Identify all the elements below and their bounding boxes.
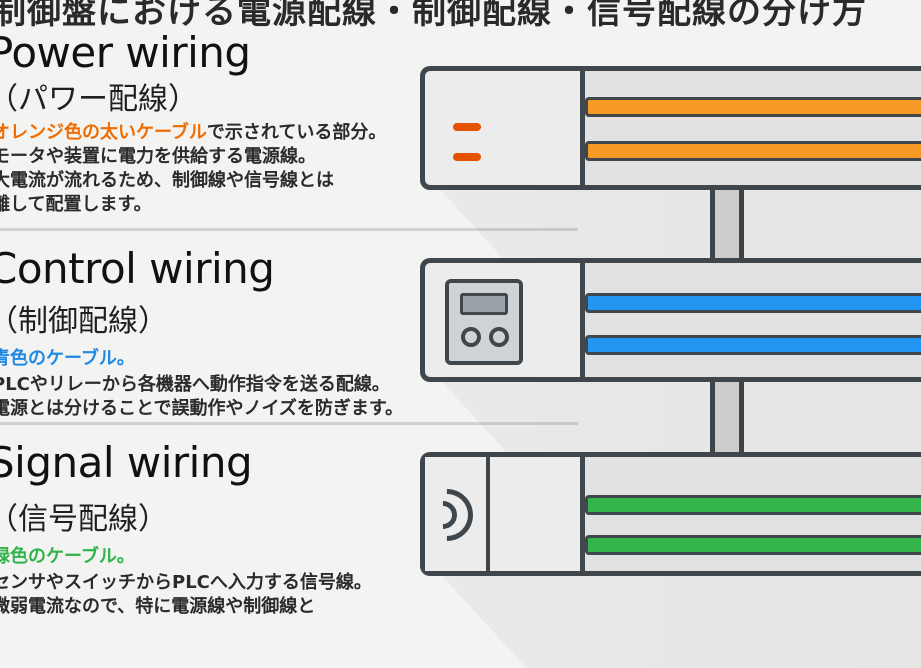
control-description-line-2: PLCやリレーから各機器へ動作指令を送る配線。: [0, 374, 390, 395]
power-section-subtitle: （パワー配線）: [0, 82, 198, 117]
power-description-line-1-suffix: で示されている部分。: [206, 122, 387, 143]
control-tray-channel: [585, 263, 921, 377]
tray-connector-upper: [710, 186, 744, 262]
signal-section-subtitle: （信号配線）: [0, 502, 168, 537]
power-cable-tray: [420, 66, 921, 190]
power-section: Power wiring （パワー配線） オレンジ色の太いケーブルで示されている…: [0, 28, 600, 238]
control-section-title: Control wiring: [0, 244, 275, 293]
power-cable-lower: [585, 141, 921, 161]
power-tray-channel: [585, 71, 921, 185]
control-device-knob-right: [489, 327, 509, 347]
control-device-screen: [460, 293, 508, 315]
control-description-line-3: 電源とは分けることで誤動作やノイズを防ぎます。: [0, 398, 404, 419]
power-terminal-stub-lower: [453, 153, 481, 161]
signal-section: Signal wiring （信号配線） 緑色のケーブル。 センサやスイッチから…: [0, 438, 600, 617]
control-cable-lower: [585, 335, 921, 355]
sensor-wave-outer: [410, 478, 484, 552]
control-signal-divider: [0, 422, 578, 425]
control-description-line-1: 青色のケーブル。: [0, 344, 135, 370]
power-tray-end-cap: [425, 71, 585, 185]
control-device-knob-left: [461, 327, 481, 347]
signal-cable-tray: [410, 452, 921, 576]
page-title: 制御盤における電源配線・制御配線・信号配線の分け方: [0, 0, 867, 32]
control-section-subtitle: （制御配線）: [0, 304, 168, 339]
signal-description-line-2: センサやスイッチからPLCへ入力する信号線。: [0, 572, 372, 593]
power-description-line-1-accent: オレンジ色の太いケーブル: [0, 122, 207, 143]
signal-description-line-1: 緑色のケーブル。: [0, 542, 135, 568]
power-description-line-3: 大電流が流れるため、制御線や信号線とは: [0, 170, 334, 191]
power-description-line-2: モータや装置に電力を供給する電源線。: [0, 146, 316, 167]
signal-description-line-1-accent: 緑色のケーブル。: [0, 546, 135, 567]
signal-cable-lower: [585, 535, 921, 555]
power-cable-upper: [585, 97, 921, 117]
power-description-line-1: オレンジ色の太いケーブルで示されている部分。: [0, 118, 386, 144]
signal-tray-end-cap: [410, 457, 585, 571]
power-section-title: Power wiring: [0, 28, 251, 77]
control-cable-upper: [585, 293, 921, 313]
power-terminal-stub-upper: [453, 123, 481, 131]
signal-cable-upper: [585, 495, 921, 515]
signal-section-title: Signal wiring: [0, 438, 253, 487]
signal-tray-channel: [585, 457, 921, 571]
control-device-icon: [445, 279, 523, 365]
sensor-wave-icon: [410, 457, 490, 571]
power-description-line-4: 離して配置します。: [0, 194, 152, 215]
control-description-line-1-accent: 青色のケーブル。: [0, 348, 135, 369]
wiring-diagram: [410, 58, 921, 668]
control-cable-tray: [420, 258, 921, 382]
power-control-divider: [0, 228, 578, 231]
signal-description-line-3: 微弱電流なので、特に電源線や制御線と: [0, 596, 316, 617]
tray-connector-lower: [710, 380, 744, 456]
control-tray-end-cap: [425, 263, 585, 377]
control-section: Control wiring （制御配線） 青色のケーブル。 PLCやリレーから…: [0, 244, 600, 424]
